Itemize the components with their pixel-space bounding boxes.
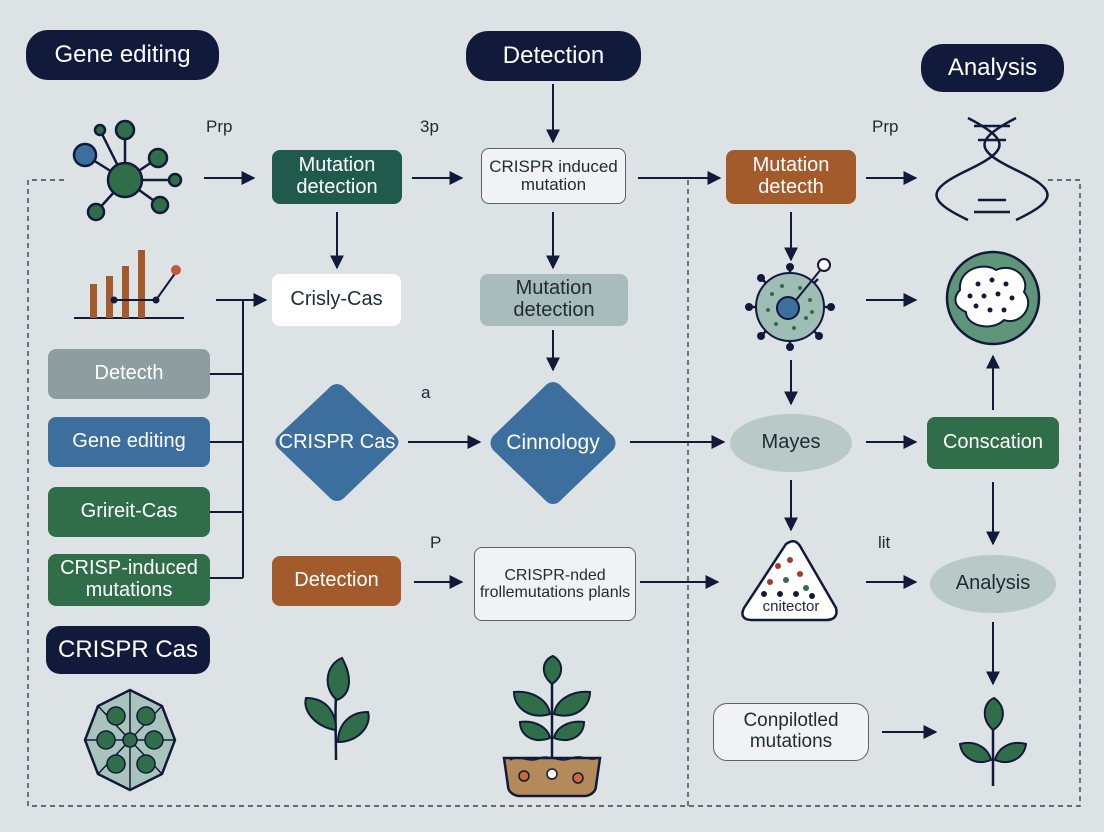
header-gene-editing: Gene editing: [26, 30, 219, 80]
edge-label-prp-left: Prp: [206, 117, 233, 136]
bar-chart-icon: [74, 250, 184, 319]
potted-plant-icon: [502, 654, 602, 798]
dashed-regions: [27, 179, 1081, 807]
edge-label-a: a: [421, 383, 431, 402]
node-crisly-cas: Crisly-Cas: [272, 274, 401, 326]
node-detection: Detection: [272, 556, 401, 606]
edge-label-3p: 3p: [420, 117, 439, 136]
edge-label-lit: lit: [878, 533, 891, 552]
virus-network-icon: [83, 688, 177, 792]
header-detection: Detection: [466, 31, 641, 81]
cinnology-label: Cinnology: [506, 430, 600, 454]
cell-cluster-icon: [945, 250, 1041, 346]
node-crispr-nded: CRISPR-nded frollemutations planls: [474, 547, 636, 621]
node-crispr-cas-diamond: CRISPR Cas: [272, 380, 402, 505]
header-analysis: Analysis: [921, 44, 1064, 92]
node-mutation-detection-1: Mutation detection: [272, 150, 402, 204]
node-analysis-pill: Analysis: [930, 555, 1056, 613]
seedling-icon: [304, 656, 370, 761]
dna-icon: [935, 116, 1049, 222]
node-crispr-cas-label: CRISPR Cas: [46, 626, 210, 674]
node-mutation-detecth: Mutation detecth: [726, 150, 856, 204]
node-gene-editing: Gene editing: [48, 417, 210, 467]
node-detecth: Detecth: [48, 349, 210, 399]
node-mayes: Mayes: [730, 414, 852, 472]
crispr-cas-diamond-label: CRISPR Cas: [278, 430, 396, 453]
node-mutation-detection-2: Mutation detection: [480, 274, 628, 326]
edge-label-p: P: [430, 533, 442, 552]
node-conscation: Conscation: [927, 417, 1059, 469]
molecule-icon: [72, 119, 183, 222]
node-cinnology: Cinnology: [487, 378, 619, 508]
edge-label-prp-right: Prp: [872, 117, 899, 136]
node-conpilotled-mutations: Conpilotled mutations: [713, 703, 869, 761]
node-crispr-induced-mutation: CRISPR induced mutation: [481, 148, 626, 204]
sample-triangle-icon: [741, 540, 838, 622]
cell-icon: [745, 258, 835, 351]
bracket: [210, 300, 244, 579]
node-grireit-cas: Grireit-Cas: [48, 487, 210, 537]
node-cnitector: cnitector: [762, 598, 820, 615]
arrows: [204, 84, 1000, 739]
sprout-icon: [958, 696, 1028, 786]
node-crisp-induced-mutations: CRISP-induced mutations: [48, 554, 210, 606]
